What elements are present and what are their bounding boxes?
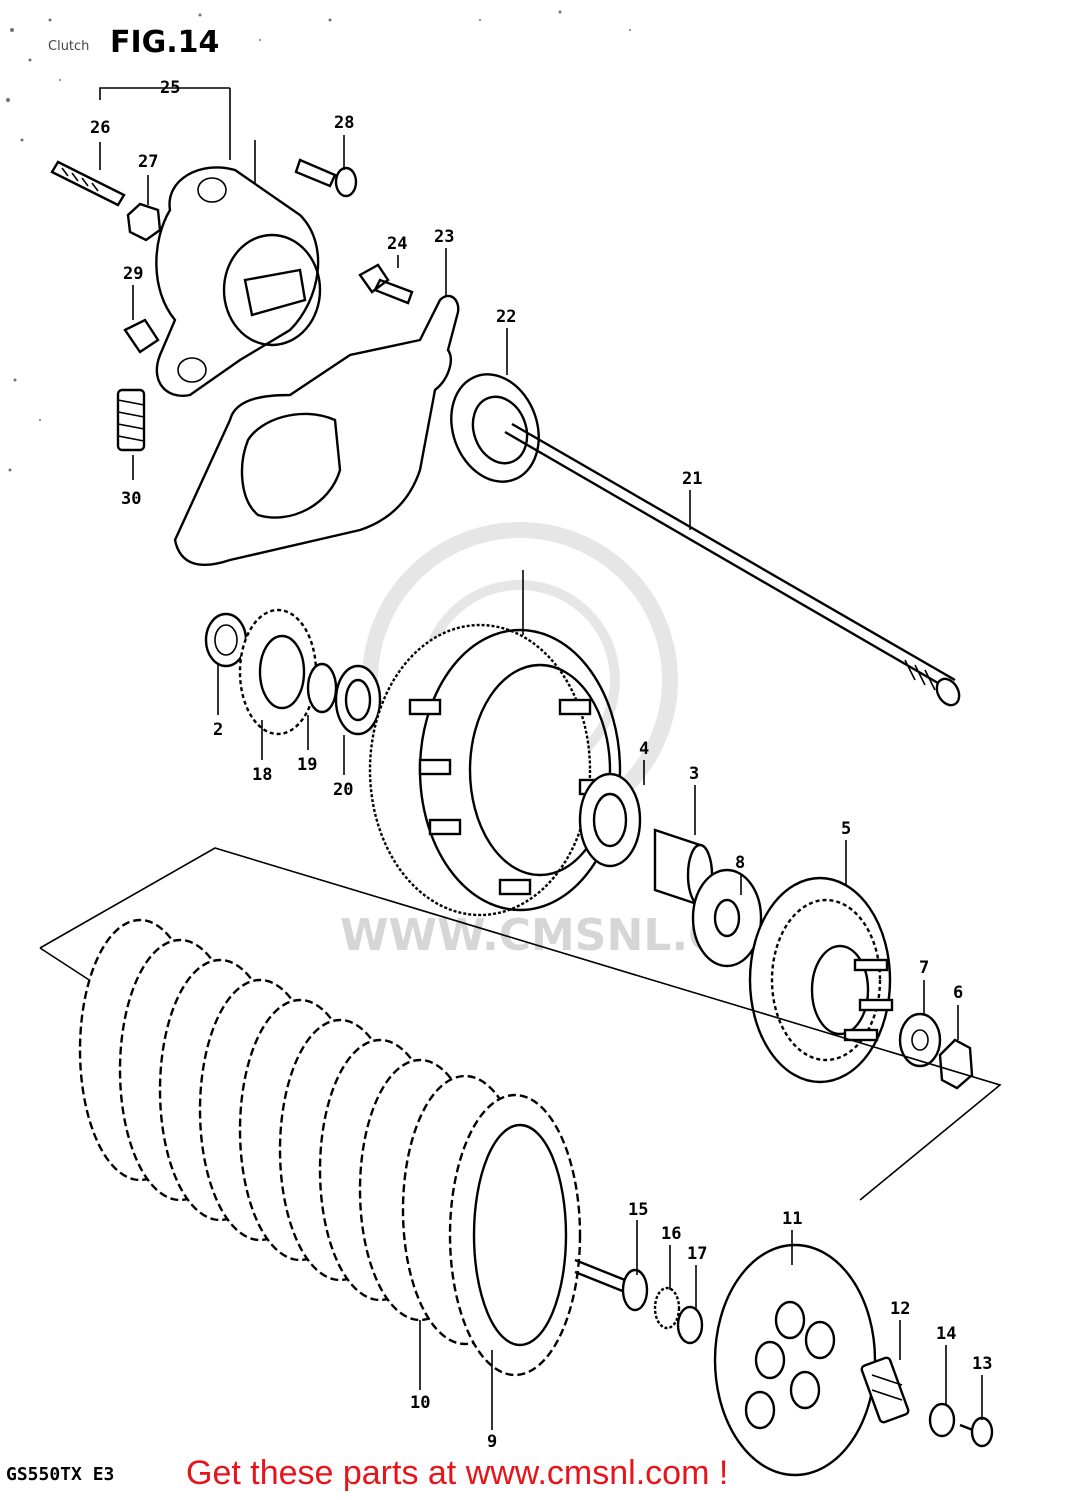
pushrod-21 xyxy=(504,422,961,707)
callout-16: 16 xyxy=(661,1224,681,1244)
callout-25: 25 xyxy=(160,78,180,98)
clutch-housing-gear xyxy=(368,623,622,917)
callout-14: 14 xyxy=(936,1324,956,1344)
corner-label: Clutch xyxy=(48,39,89,54)
plate-pack-outline xyxy=(39,847,1002,1201)
callout-26: 26 xyxy=(90,118,110,138)
callout-11: 11 xyxy=(782,1209,802,1229)
bolt-13 xyxy=(959,1416,994,1448)
needle-bearing-4 xyxy=(578,772,642,868)
stud-26 xyxy=(50,160,126,207)
callout-29: 29 xyxy=(123,264,143,284)
washer-2 xyxy=(204,612,248,668)
bolt-28 xyxy=(294,158,358,198)
gasket-23 xyxy=(173,294,460,567)
callout-10: 10 xyxy=(410,1393,430,1413)
callout-7: 7 xyxy=(919,958,929,978)
model-code: GS550TX E3 xyxy=(6,1464,114,1485)
callout-6: 6 xyxy=(953,983,963,1003)
callout-15: 15 xyxy=(628,1200,648,1220)
callout-13: 13 xyxy=(972,1354,992,1374)
collar-22 xyxy=(450,373,540,483)
callout-22: 22 xyxy=(496,307,516,327)
pressure-plate-11 xyxy=(713,1243,877,1477)
callout-5: 5 xyxy=(841,819,851,839)
spring-30 xyxy=(116,388,146,452)
callout-19: 19 xyxy=(297,755,317,775)
callout-24: 24 xyxy=(387,234,407,254)
clutch-plate-stack xyxy=(78,918,582,1377)
gasket-inner-opening xyxy=(240,412,342,519)
gear-18 xyxy=(238,608,318,736)
nut-6 xyxy=(938,1038,974,1090)
callout-18: 18 xyxy=(252,765,272,785)
figure-title: FIG.14 xyxy=(110,25,219,60)
callout-30: 30 xyxy=(121,489,141,509)
bolt-24 xyxy=(358,263,414,305)
callout-21: 21 xyxy=(682,469,702,489)
cap-29 xyxy=(123,318,160,354)
callout-20: 20 xyxy=(333,780,353,800)
callout-17: 17 xyxy=(687,1244,707,1264)
leader-lines xyxy=(99,135,983,1430)
clutch-hub-5 xyxy=(748,876,894,1084)
callout-2: 2 xyxy=(213,720,223,740)
callout-8: 8 xyxy=(735,853,745,873)
callout-9: 9 xyxy=(487,1432,497,1452)
nut-27 xyxy=(126,202,162,242)
callout-4: 4 xyxy=(639,739,649,759)
spring-12 xyxy=(860,1356,910,1424)
lock-washer-7 xyxy=(898,1012,942,1068)
pushrod-end-15 xyxy=(574,1258,649,1312)
callout-27: 27 xyxy=(138,152,158,172)
callout-labels: 25 26 27 28 24 23 29 22 30 21 2 18 19 20… xyxy=(90,78,992,1452)
callout-3: 3 xyxy=(689,764,699,784)
parts-link-banner[interactable]: Get these parts at www.cmsnl.com ! xyxy=(186,1454,728,1492)
washer-14 xyxy=(928,1402,956,1438)
bearing-20 xyxy=(334,664,382,736)
callout-23: 23 xyxy=(434,227,454,247)
bearing-16 xyxy=(653,1286,681,1330)
callout-12: 12 xyxy=(890,1299,910,1319)
washer-2-hole xyxy=(214,624,238,656)
spacer-19 xyxy=(306,662,338,714)
callout-28: 28 xyxy=(334,113,354,133)
thrust-washer-8 xyxy=(691,868,763,968)
bracket-25-left xyxy=(99,87,230,100)
scan-noise xyxy=(6,10,631,472)
release-cylinder-25 xyxy=(155,166,322,397)
washer-17 xyxy=(676,1305,704,1345)
